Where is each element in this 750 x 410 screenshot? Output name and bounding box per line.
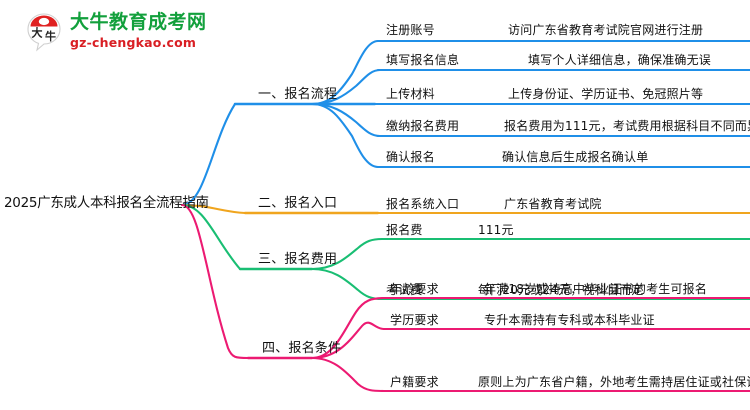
leaf-detail-b1-c3[interactable]: 上传身份证、学历证书、免冠照片等 xyxy=(508,87,704,101)
leaf-label-b1-c4[interactable]: 缴纳报名费用 xyxy=(386,119,460,133)
wire-b3-c2 xyxy=(310,267,384,301)
logo-title: 大牛教育成考网 xyxy=(70,11,207,33)
leaf-label-b4-c1[interactable]: 年龄要求 xyxy=(390,282,439,296)
leaf-detail-b1-c5[interactable]: 确认信息后生成报名确认单 xyxy=(502,150,649,164)
leaf-detail-b1-c1[interactable]: 访问广东省教育考试院官网进行注册 xyxy=(508,23,704,37)
leaf-label-b1-c1[interactable]: 注册账号 xyxy=(386,23,435,37)
leaf-label-b4-c3[interactable]: 户籍要求 xyxy=(390,375,439,389)
branch-label-4[interactable]: 四、报名条件 xyxy=(262,341,342,356)
wire-b4-c3 xyxy=(310,356,386,393)
logo-subtitle: gz-chengkao.com xyxy=(70,35,197,50)
branch-label-1[interactable]: 一、报名流程 xyxy=(258,87,338,102)
svg-text:大: 大 xyxy=(32,26,43,40)
leaf-label-b2-c1[interactable]: 报名系统入口 xyxy=(386,197,460,211)
wire-b1-c5 xyxy=(310,102,380,169)
leaf-label-b3-c2[interactable]: 考试费 xyxy=(386,283,423,297)
leaf-label-b3-c1[interactable]: 报名费 xyxy=(386,223,423,237)
svg-text:牛: 牛 xyxy=(45,29,56,43)
leaf-label-b1-c2[interactable]: 填写报名信息 xyxy=(386,53,460,67)
trunk-branch-1 xyxy=(180,102,237,207)
wire-b1-c4 xyxy=(310,102,382,138)
trunk-branch-4 xyxy=(180,203,250,360)
root-node[interactable]: 2025广东成人本科报名全流程指南 xyxy=(4,195,209,211)
leaf-detail-b4-c2[interactable]: 专升本需持有专科或本科毕业证 xyxy=(484,313,655,327)
leaf-label-b4-c2[interactable]: 学历要求 xyxy=(390,313,439,327)
leaf-detail-b3-c1[interactable]: 111元 xyxy=(478,223,514,237)
leaf-detail-b1-c4[interactable]: 报名费用为111元，考试费用根据科目不同而异 xyxy=(504,119,750,133)
leaf-detail-b4-c3[interactable]: 原则上为广东省户籍，外地考生需持居住证或社保证明 xyxy=(478,375,750,389)
leaf-detail-b3-c2[interactable]: 每门20元或24元，视科目而定 xyxy=(478,283,644,297)
site-logo: 大 牛 大牛教育成考网 gz-chengkao.com xyxy=(18,6,218,58)
daniu-speech-bubble-logo-icon: 大 牛 xyxy=(22,10,66,54)
leaf-label-b1-c3[interactable]: 上传材料 xyxy=(386,87,435,101)
leaf-detail-b4-c1[interactable]: 年满18岁或持高中毕业证书的考生可报名 xyxy=(484,282,708,296)
branch-label-3[interactable]: 三、报名费用 xyxy=(258,252,338,267)
branch-label-2[interactable]: 二、报名入口 xyxy=(258,196,338,211)
trunk-branch-3 xyxy=(180,203,242,271)
logo-text-block: 大牛教育成考网 gz-chengkao.com xyxy=(70,11,220,51)
leaf-label-b1-c5[interactable]: 确认报名 xyxy=(386,150,435,164)
leaf-detail-b2-c1[interactable]: 广东省教育考试院 xyxy=(504,197,602,211)
leaf-detail-b1-c2[interactable]: 填写个人详细信息，确保准确无误 xyxy=(528,53,712,67)
